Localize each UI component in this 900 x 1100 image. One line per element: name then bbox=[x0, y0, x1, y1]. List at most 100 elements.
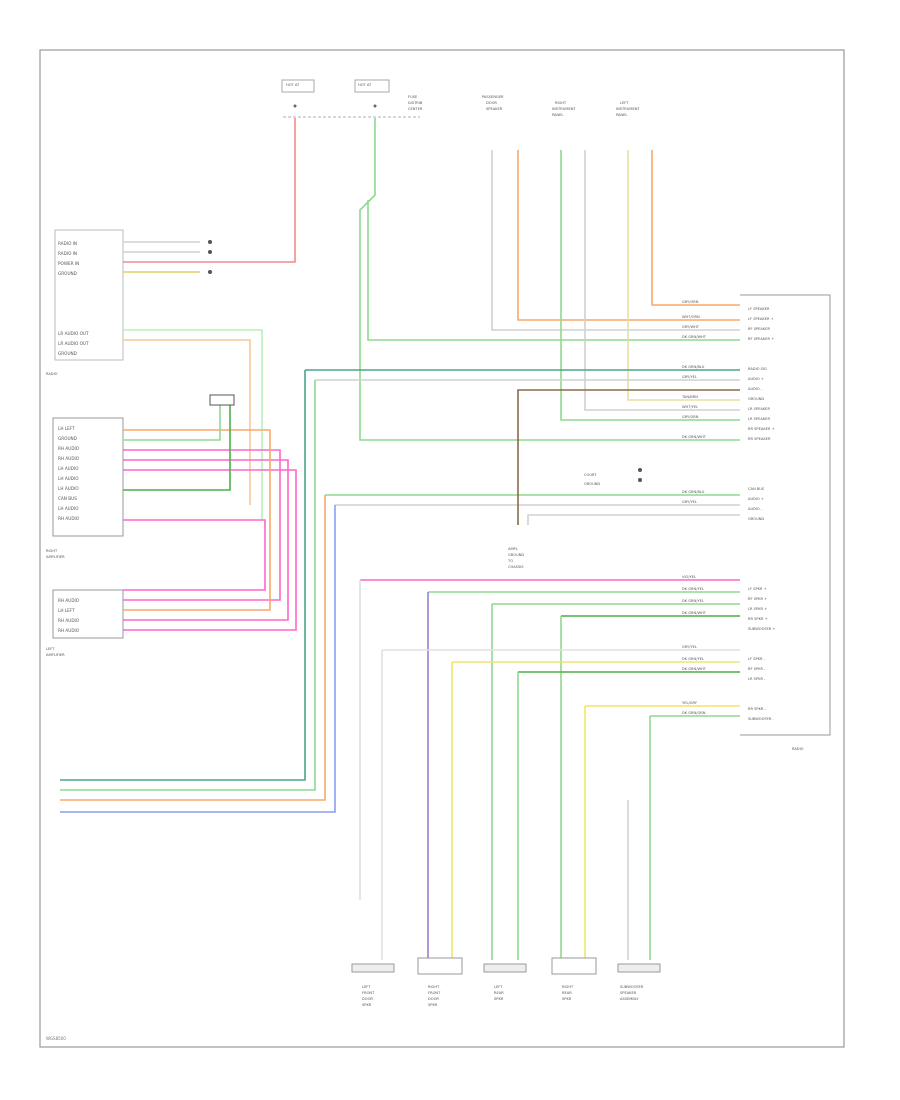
svg-text:AUDIO -: AUDIO - bbox=[748, 507, 763, 511]
svg-text:RF SPKR +: RF SPKR + bbox=[748, 597, 767, 601]
svg-text:GRY/YEL: GRY/YEL bbox=[682, 645, 697, 649]
wire-labels: GRY/ORN WHT/ORN GRY/WHT DK GRN/WHT DK GR… bbox=[681, 300, 707, 715]
svg-text:DK GRN/BLU: DK GRN/BLU bbox=[682, 365, 705, 369]
svg-text:RADIO: RADIO bbox=[46, 372, 58, 376]
fuse-block-right: HOT AT FUSE DISTRIB CENTER bbox=[354, 79, 423, 111]
speaker-left-front: LEFT FRONT DOOR SPKR bbox=[351, 963, 395, 1007]
svg-text:RIGHT: RIGHT bbox=[562, 985, 574, 989]
svg-text:SPKR: SPKR bbox=[494, 997, 504, 1001]
svg-text:SPKR: SPKR bbox=[362, 1003, 372, 1007]
svg-text:GROUND: GROUND bbox=[58, 351, 77, 356]
svg-text:SPKR: SPKR bbox=[562, 997, 572, 1001]
svg-text:LR SPKR -: LR SPKR - bbox=[748, 677, 766, 681]
svg-text:GRY/GRN: GRY/GRN bbox=[682, 415, 699, 419]
top-connector-labels: PASSENGER DOOR SPEAKER RIGHT INSTRUMENT … bbox=[482, 95, 640, 117]
diagram-code: WGS8500 bbox=[46, 1036, 66, 1041]
svg-text:INSTRUMENT: INSTRUMENT bbox=[552, 107, 576, 111]
svg-text:RR SPKR -: RR SPKR - bbox=[748, 707, 767, 711]
svg-text:RIGHT: RIGHT bbox=[428, 985, 440, 989]
svg-text:GROUND: GROUND bbox=[58, 436, 77, 441]
svg-text:LF SPKR +: LF SPKR + bbox=[748, 587, 767, 591]
svg-text:GROUND: GROUND bbox=[748, 517, 764, 521]
svg-text:GRY/YEL: GRY/YEL bbox=[682, 500, 697, 504]
svg-text:SUBWOOFER -: SUBWOOFER - bbox=[748, 717, 774, 721]
svg-text:HOT AT: HOT AT bbox=[358, 83, 372, 87]
svg-text:DK GRN/YEL: DK GRN/YEL bbox=[682, 599, 704, 603]
svg-text:GRY/YEL: GRY/YEL bbox=[682, 375, 697, 379]
svg-text:LF SPKR -: LF SPKR - bbox=[748, 657, 766, 661]
svg-text:LH LEFT: LH LEFT bbox=[58, 608, 75, 613]
speaker-right-rear: RIGHT REAR SPKR bbox=[551, 957, 597, 1001]
speaker-left-rear: LEFT REAR SPKR bbox=[483, 963, 527, 1001]
svg-text:LF SPEAKER +: LF SPEAKER + bbox=[748, 317, 774, 321]
svg-text:DOOR: DOOR bbox=[428, 997, 439, 1001]
fuse-block-left: HOT AT bbox=[281, 79, 420, 118]
svg-text:TO: TO bbox=[507, 559, 513, 563]
svg-text:RR SPEAKER +: RR SPEAKER + bbox=[748, 427, 775, 431]
svg-text:AMPLIFIER: AMPLIFIER bbox=[46, 555, 65, 559]
right-amp-box: LH LEFT GROUND RH AUDIO RH AUDIO LH AUDI… bbox=[46, 417, 124, 559]
svg-text:SPEAKER: SPEAKER bbox=[486, 107, 503, 111]
svg-text:LF SPEAKER: LF SPEAKER bbox=[748, 307, 770, 311]
svg-text:LH AUDIO: LH AUDIO bbox=[58, 466, 79, 471]
svg-text:HOT AT: HOT AT bbox=[286, 83, 300, 87]
svg-text:RH AUDIO: RH AUDIO bbox=[58, 628, 80, 633]
svg-text:LR SPKR +: LR SPKR + bbox=[748, 607, 767, 611]
svg-text:LEFT: LEFT bbox=[362, 985, 371, 989]
svg-text:RF SPEAKER +: RF SPEAKER + bbox=[748, 337, 774, 341]
svg-text:RH AUDIO: RH AUDIO bbox=[58, 516, 80, 521]
svg-text:RADIO IN: RADIO IN bbox=[58, 251, 77, 256]
svg-text:GRY/WHT: GRY/WHT bbox=[682, 325, 700, 329]
svg-text:SPKR: SPKR bbox=[428, 1003, 438, 1007]
svg-text:POWER IN: POWER IN bbox=[58, 261, 79, 266]
svg-text:GROUND: GROUND bbox=[58, 271, 77, 276]
svg-text:LH AUDIO: LH AUDIO bbox=[58, 476, 79, 481]
speaker-right-front: RIGHT FRONT DOOR SPKR bbox=[417, 957, 463, 1007]
svg-text:ASSEMBLY: ASSEMBLY bbox=[620, 997, 639, 1001]
svg-text:RIGHT: RIGHT bbox=[555, 101, 567, 105]
svg-text:PANEL: PANEL bbox=[616, 113, 627, 117]
svg-text:SUBWOOFER: SUBWOOFER bbox=[620, 985, 644, 989]
svg-text:DK GRN/GRN: DK GRN/GRN bbox=[682, 711, 706, 715]
svg-text:RIGHT: RIGHT bbox=[46, 549, 58, 553]
svg-text:COURT: COURT bbox=[584, 473, 597, 477]
center-amplifier-label: AMPL GROUND TO CHASSIS bbox=[507, 547, 524, 569]
svg-text:FRONT: FRONT bbox=[428, 991, 441, 995]
svg-text:AUDIO +: AUDIO + bbox=[748, 497, 764, 501]
diagram-frame bbox=[39, 49, 845, 1048]
svg-text:VIO/YEL: VIO/YEL bbox=[682, 575, 696, 579]
svg-text:AMPL: AMPL bbox=[508, 547, 518, 551]
svg-text:RH AUDIO: RH AUDIO bbox=[58, 618, 80, 623]
svg-text:AMPLIFIER: AMPLIFIER bbox=[46, 653, 65, 657]
speaker-subwoofer: SUBWOOFER SPEAKER ASSEMBLY bbox=[617, 963, 661, 1001]
svg-text:FRONT: FRONT bbox=[362, 991, 375, 995]
svg-text:LEFT: LEFT bbox=[46, 647, 55, 651]
svg-text:GROUND: GROUND bbox=[748, 397, 764, 401]
svg-text:DK GRN/YEL: DK GRN/YEL bbox=[682, 657, 704, 661]
svg-text:LR SPEAKER: LR SPEAKER bbox=[748, 407, 770, 411]
svg-text:LR SPEAKER: LR SPEAKER bbox=[748, 417, 770, 421]
svg-text:SPEAKER: SPEAKER bbox=[620, 991, 637, 995]
svg-text:YEL/GRY: YEL/GRY bbox=[682, 701, 698, 705]
svg-text:RR SPKR +: RR SPKR + bbox=[748, 617, 768, 621]
svg-text:DOOR: DOOR bbox=[486, 101, 497, 105]
svg-text:LH AUDIO: LH AUDIO bbox=[58, 506, 79, 511]
svg-text:GROUND: GROUND bbox=[508, 553, 524, 557]
svg-text:CAN BUS: CAN BUS bbox=[748, 487, 765, 491]
svg-text:RADIO SIG: RADIO SIG bbox=[748, 367, 767, 371]
svg-text:RH AUDIO: RH AUDIO bbox=[58, 446, 80, 451]
svg-text:GRY/ORN: GRY/ORN bbox=[682, 300, 699, 304]
svg-text:CHASSIS: CHASSIS bbox=[508, 565, 524, 569]
svg-text:WHT/ORN: WHT/ORN bbox=[682, 315, 700, 319]
svg-text:PASSENGER: PASSENGER bbox=[482, 95, 504, 99]
svg-text:PANEL: PANEL bbox=[552, 113, 563, 117]
svg-text:DOOR: DOOR bbox=[362, 997, 373, 1001]
svg-text:RADIO: RADIO bbox=[792, 747, 804, 751]
radio-box: RADIO IN RADIO IN POWER IN GROUND LR AUD… bbox=[46, 229, 124, 376]
svg-text:CENTER: CENTER bbox=[408, 107, 423, 111]
svg-text:GROUND: GROUND bbox=[584, 482, 600, 486]
svg-text:LEFT: LEFT bbox=[620, 101, 629, 105]
left-amp-box: RH AUDIO LH LEFT RH AUDIO RH AUDIO LEFT … bbox=[46, 589, 124, 657]
svg-text:DK GRN/BLU: DK GRN/BLU bbox=[682, 490, 705, 494]
